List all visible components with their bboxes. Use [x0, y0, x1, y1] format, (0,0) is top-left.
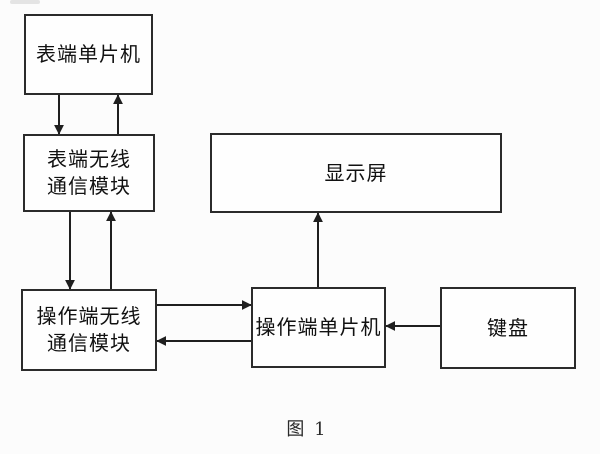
node-label: 表端单片机: [36, 42, 141, 66]
node-op-mcu: 操作端单片机: [251, 287, 386, 368]
node-label: 通信模块: [47, 174, 131, 198]
node-label: 表端无线: [47, 147, 131, 171]
node-label: 显示屏: [324, 160, 388, 185]
node-meter-wireless: 表端无线通信模块: [23, 134, 155, 212]
node-op-wireless: 操作端无线通信模块: [21, 289, 157, 371]
figure-caption: 图 1: [286, 419, 328, 440]
node-keyboard: 键盘: [440, 287, 576, 369]
scan-artifact: [10, 0, 40, 4]
node-label: 通信模块: [47, 331, 131, 355]
node-label: 操作端单片机: [255, 315, 382, 339]
node-label: 操作端无线: [36, 304, 142, 328]
node-label: 键盘: [487, 315, 529, 340]
node-display-screen: 显示屏: [210, 133, 502, 213]
node-meter-mcu: 表端单片机: [24, 14, 153, 95]
